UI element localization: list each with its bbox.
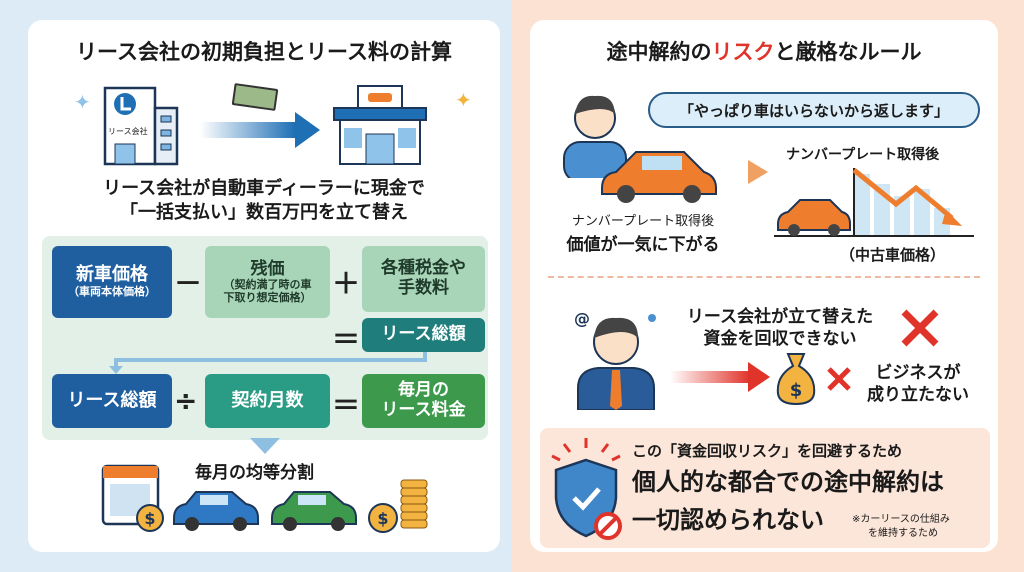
divide-operator: ÷ [174,384,198,417]
fees-line-2: 手数料 [398,278,449,298]
worried-businessman-icon: @ [574,309,656,410]
calendar-icon: $ [101,464,164,532]
installment-label: 毎月の均等分割 [195,463,314,483]
title-pre: 途中解約の [606,40,712,64]
shield-check-icon [551,438,622,540]
lease-total-box: リース総額 [362,318,485,352]
red-x-large-icon [901,309,939,347]
rule-line-1: 個人的な都合での途中解約は [632,468,944,496]
caption-line-1: リース会社が自動車ディーラーに現金で [103,178,425,199]
residual-label: 残価 [250,258,285,279]
title-risk: リスク [711,40,775,64]
new-price-sub: （車両本体価格） [68,285,156,299]
business-line-1: ビジネスが [875,363,961,383]
plus-operator: ＋ [332,267,361,300]
down-triangle-icon [250,438,280,454]
plate-label-left: ナンバープレート取得後 [571,214,715,229]
note-line-2: を維持するため [868,528,938,539]
car-dealer-icon [333,85,427,165]
orange-car-icon [601,151,717,203]
price-decline-chart-icon [774,168,974,237]
business-line-2: 成り立たない [867,385,969,405]
residual-box: 残価 （契約満了時の車 下取り想定価格） [205,246,330,318]
green-car-icon [271,491,357,531]
residual-sub-2: 下取り想定価格） [223,290,312,304]
building-label: リース会社 [108,127,148,136]
red-arrow-icon [670,362,770,392]
money-bag-icon: $ [776,353,816,406]
fees-line-1: 各種税金や [381,258,466,279]
svg-text:$: $ [790,380,803,401]
red-x-small-icon [827,367,851,391]
lease-company-building-icon [103,86,179,166]
rule-line-2: 一切認められない [632,506,824,534]
blue-car-icon [173,491,259,531]
rule-intro: この「資金回収リスク」を回避するため [632,442,903,460]
plate-label-right: ナンバープレート取得後 [786,147,940,163]
title-post: と厳格なルール [774,40,922,64]
arrow-right-triangle-icon [748,160,768,184]
caption-line-2: 「一括支払い」数百万円を立て替え [120,202,408,223]
residual-sub-1: （契約満了時の車 [223,278,312,292]
fees-box: 各種税金や 手数料 [362,246,485,312]
svg-text:$: $ [377,509,388,528]
equals-operator-2: ＝ [332,389,361,422]
section-divider [548,276,980,278]
monthly-line-2: リース料金 [381,400,466,420]
svg-text:@: @ [574,309,590,328]
contract-months-box: 契約月数 [205,374,330,428]
new-price-label: 新車価格 [76,264,148,286]
cannot-recover-line-2: 資金を回収できない [703,329,857,349]
cannot-recover-line-1: リース会社が立て替えた [686,307,874,327]
speech-bubble [648,92,980,128]
lease-total-box-2: リース総額 [52,374,172,428]
note-line-1: ※カーリースの仕組み [852,514,950,525]
minus-operator: － [174,267,203,300]
left-title: リース会社の初期負担とリース料の計算 [76,40,452,64]
monthly-line-1: 毎月の [398,380,449,401]
sparkle-icon: ✦ [74,90,91,114]
speech-text: 「やっぱり車はいらないから返します」 [678,102,949,120]
customer-person-icon [563,95,627,178]
coin-stack-icon: $ [368,479,428,533]
equals-operator: ＝ [332,323,361,356]
payment-arrow-icon [200,112,320,148]
sparkle-icon: ✦ [455,88,472,112]
value-drop-text: 価値が一気に下がる [566,235,720,255]
used-price-label: （中古車価格） [840,246,946,264]
svg-text:$: $ [144,509,155,528]
monthly-fee-box: 毎月の リース料金 [362,374,485,428]
new-price-box: 新車価格 （車両本体価格） [52,246,172,318]
flow-connector-arrow [109,352,427,374]
right-title: 途中解約のリスクと厳格なルール [530,36,998,66]
